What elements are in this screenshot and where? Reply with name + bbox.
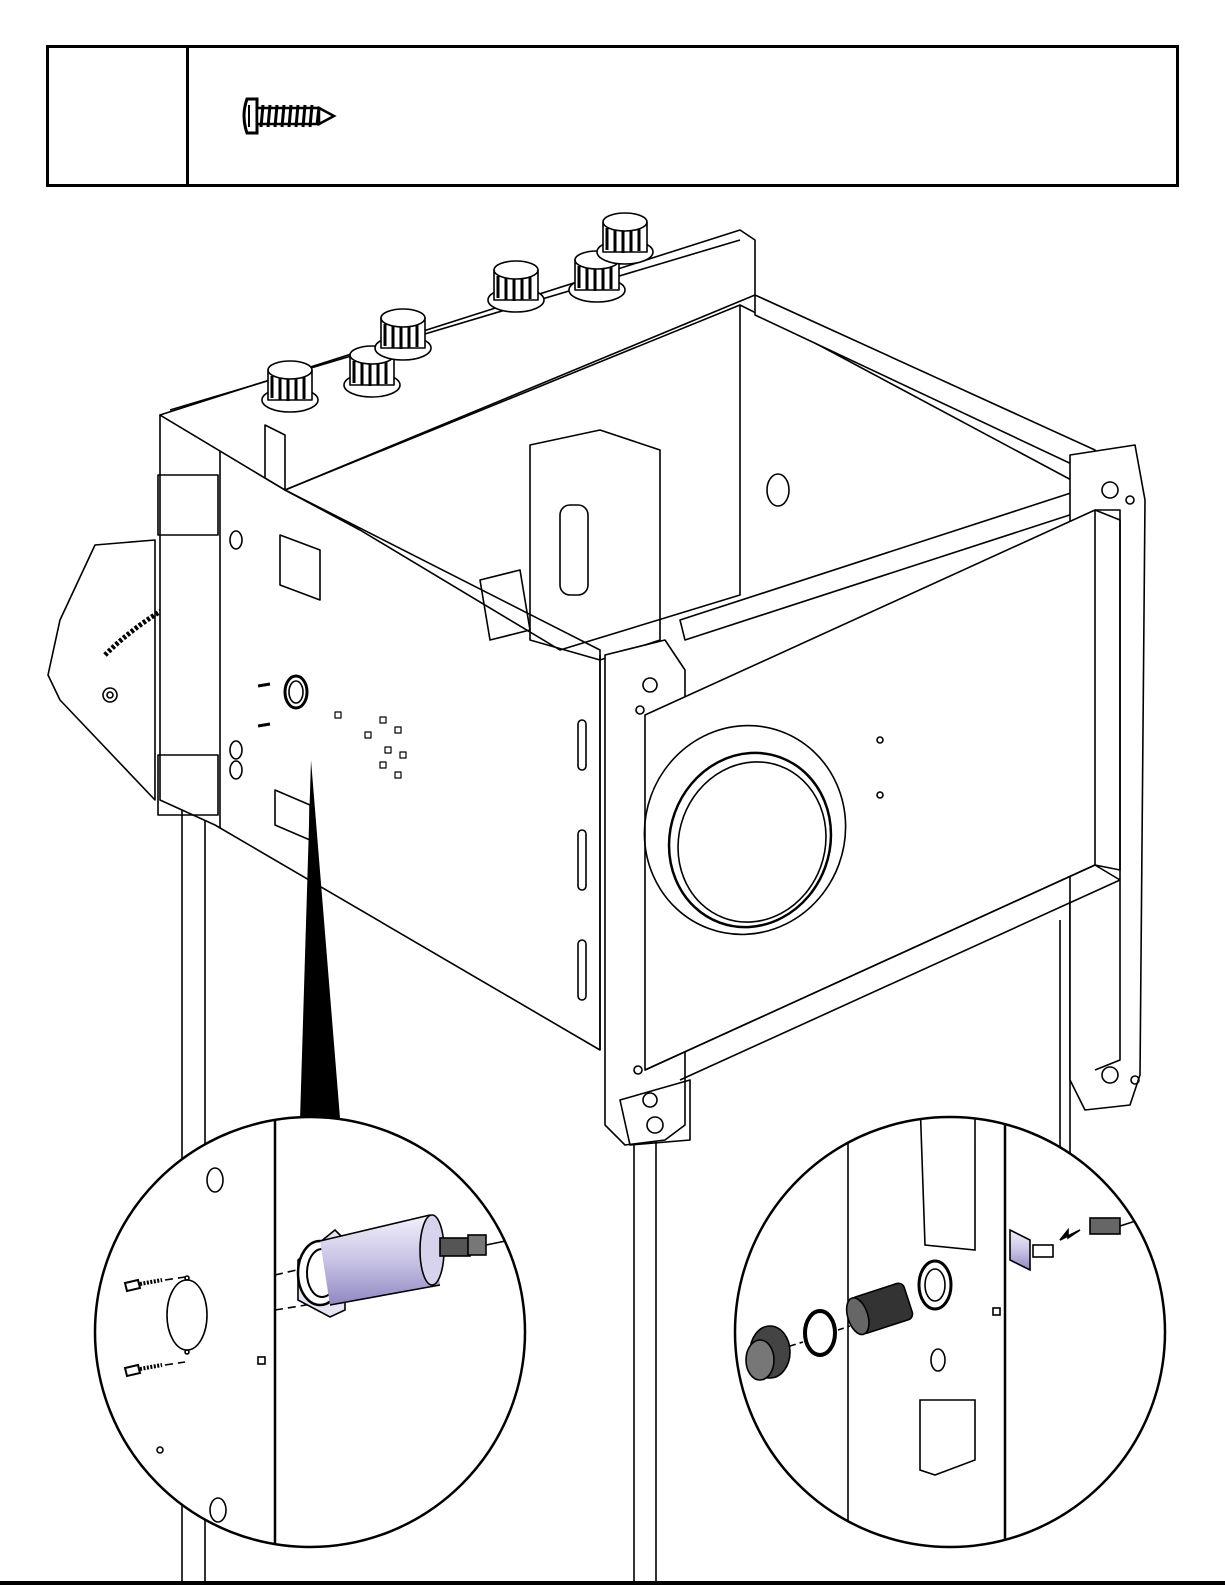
- front-panel: [600, 510, 1120, 1145]
- hardware-header-box: [46, 45, 1179, 187]
- page-bottom-rule: [0, 1581, 1225, 1585]
- left-side-panel: [158, 415, 600, 1050]
- detail-connector-insert: [735, 1100, 1170, 1585]
- step-number-cell: [49, 48, 189, 184]
- assembly-illustration: [0, 200, 1225, 1585]
- pan-head-screw-icon: [239, 91, 339, 141]
- top-control-rail: [160, 230, 755, 490]
- detail-screw-mount: [95, 1100, 525, 1585]
- hardware-cell: [189, 48, 1176, 184]
